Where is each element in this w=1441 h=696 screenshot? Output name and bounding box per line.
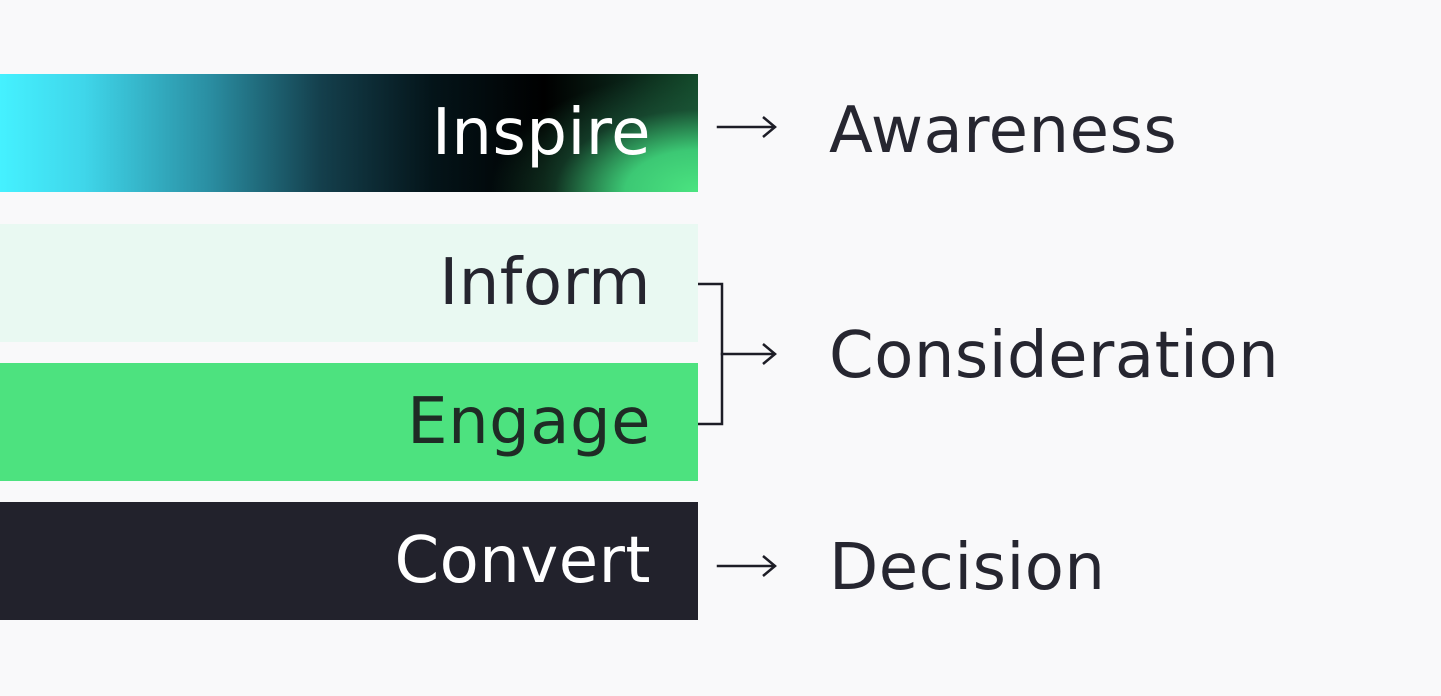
bar-engage: Engage [0, 363, 698, 481]
bar-label-inspire: Inspire [432, 96, 651, 170]
bracket-consideration-icon [698, 282, 777, 426]
arrow-decision-icon [716, 555, 777, 577]
stage-consideration: Consideration [829, 319, 1280, 393]
bar-label-engage: Engage [407, 385, 651, 459]
bar-inspire: Inspire [0, 74, 698, 192]
stage-decision: Decision [829, 531, 1106, 605]
bar-label-inform: Inform [439, 246, 651, 320]
stage-awareness: Awareness [829, 94, 1178, 168]
bar-convert: Convert [0, 502, 698, 620]
bar-inform: Inform [0, 224, 698, 342]
arrow-awareness-icon [716, 116, 777, 138]
bar-label-convert: Convert [394, 524, 651, 598]
